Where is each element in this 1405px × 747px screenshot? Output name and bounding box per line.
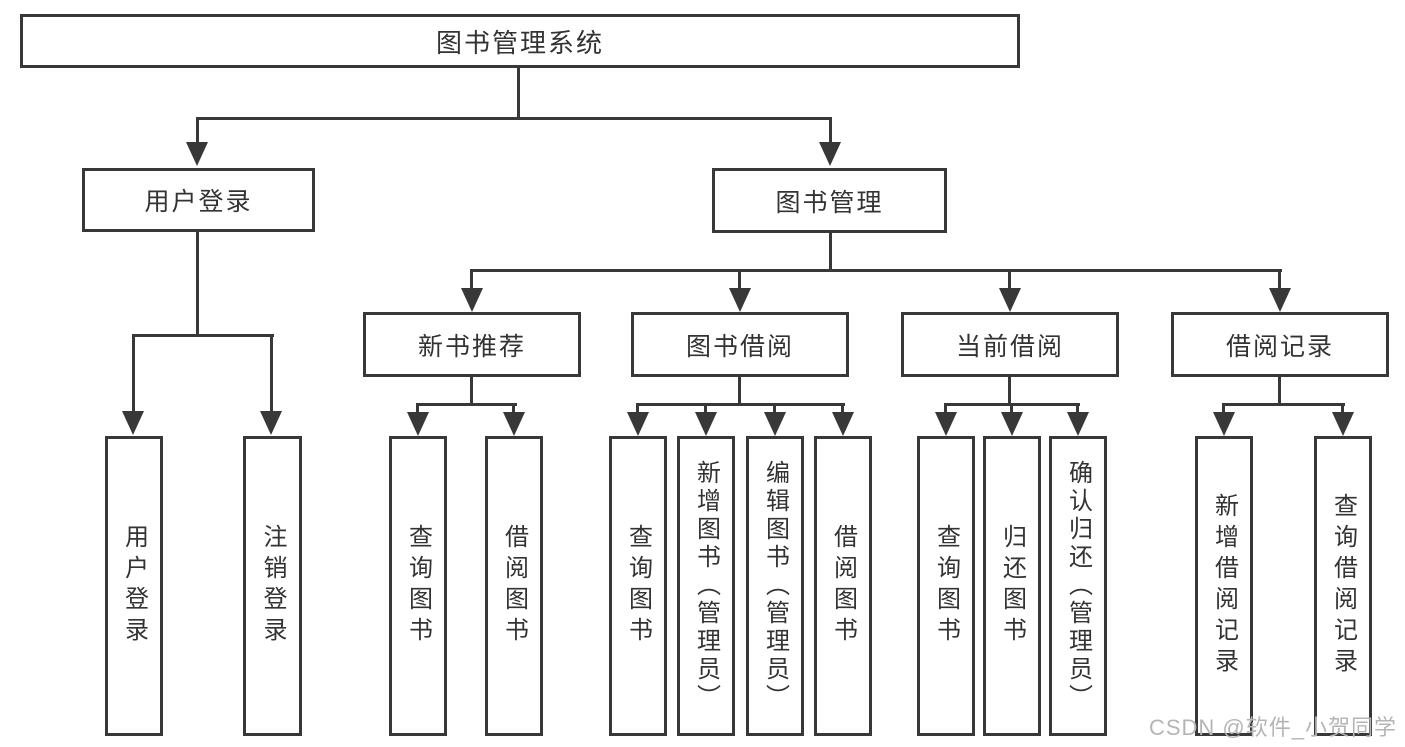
leaf-new-books-query-label: 查询图书 bbox=[404, 524, 432, 648]
node-book-mgmt-label: 图书管理 bbox=[775, 188, 884, 217]
leaf-records-query: 查询借阅记录 bbox=[1314, 436, 1372, 736]
connector-stem-leaf-logout bbox=[270, 334, 273, 412]
leaf-book-borrow-borrow-label: 借阅图书 bbox=[829, 524, 857, 648]
node-root-label: 图书管理系统 bbox=[435, 27, 604, 58]
arrowhead-user-login bbox=[186, 142, 208, 166]
leaf-logout: 注销登录 bbox=[243, 436, 302, 736]
arrowhead-book-borrow bbox=[729, 288, 751, 312]
arrowhead-cb-confirm bbox=[1067, 412, 1089, 436]
connector-stem-book-borrow bbox=[738, 269, 741, 289]
node-user-login: 用户登录 bbox=[82, 168, 315, 232]
arrowhead-br-query bbox=[1332, 412, 1354, 436]
node-current-borrow-label: 当前借阅 bbox=[955, 332, 1064, 361]
connector-stem-borrow-records bbox=[1278, 269, 1281, 289]
connector-stem-br-query bbox=[1341, 403, 1344, 413]
connector-stem-leaf-login bbox=[132, 334, 135, 412]
leaf-book-borrow-add-label: 新增图书（管理员） bbox=[692, 460, 720, 712]
arrowhead-book-mgmt bbox=[819, 142, 841, 166]
connector-book-borrow-down bbox=[738, 377, 741, 405]
node-new-books-label: 新书推荐 bbox=[417, 332, 526, 361]
connector-h1 bbox=[196, 117, 832, 120]
connector-stem-current-borrow bbox=[1008, 269, 1011, 289]
connector-stem-br-add bbox=[1222, 403, 1225, 413]
leaf-records-add-label: 新增借阅记录 bbox=[1210, 493, 1238, 679]
leaf-book-borrow-borrow: 借阅图书 bbox=[814, 436, 872, 736]
leaf-user-login: 用户登录 bbox=[105, 436, 163, 736]
connector-stem-user-login bbox=[196, 117, 199, 145]
leaf-records-add: 新增借阅记录 bbox=[1195, 436, 1253, 736]
leaf-new-books-borrow: 借阅图书 bbox=[485, 436, 543, 736]
connector-stem-new-books bbox=[470, 269, 473, 289]
arrowhead-bb-borrow bbox=[832, 412, 854, 436]
connector-h-borrow-records bbox=[1222, 403, 1345, 406]
connector-stem-nb-borrow bbox=[512, 403, 515, 413]
connector-borrow-records-down bbox=[1278, 377, 1281, 405]
arrowhead-leaf-logout bbox=[260, 411, 282, 435]
arrowhead-bb-edit bbox=[764, 412, 786, 436]
connector-user-login-down bbox=[196, 232, 199, 336]
leaf-current-query-label: 查询图书 bbox=[932, 524, 960, 648]
connector-h-user-login bbox=[132, 334, 274, 337]
leaf-current-confirm: 确认归还（管理员） bbox=[1049, 436, 1107, 736]
arrowhead-bb-add bbox=[695, 412, 717, 436]
leaf-book-borrow-query: 查询图书 bbox=[609, 436, 667, 736]
connector-current-borrow-down bbox=[1008, 377, 1011, 405]
connector-stem-cb-confirm bbox=[1076, 403, 1079, 413]
arrowhead-cb-return bbox=[1001, 412, 1023, 436]
connector-stem-bb-query bbox=[636, 403, 639, 413]
leaf-book-borrow-add: 新增图书（管理员） bbox=[677, 436, 735, 736]
node-new-books: 新书推荐 bbox=[363, 312, 581, 377]
connector-new-books-down bbox=[470, 377, 473, 405]
arrowhead-new-books bbox=[461, 288, 483, 312]
node-borrow-records-label: 借阅记录 bbox=[1225, 332, 1334, 361]
connector-stem-bb-add bbox=[704, 403, 707, 413]
arrowhead-current-borrow bbox=[999, 288, 1021, 312]
node-root: 图书管理系统 bbox=[20, 14, 1020, 68]
connector-stem-nb-query bbox=[416, 403, 419, 413]
csdn-watermark: CSDN @软件_小贺同学 bbox=[1148, 715, 1397, 740]
node-current-borrow: 当前借阅 bbox=[901, 312, 1119, 377]
leaf-book-borrow-edit-label: 编辑图书（管理员） bbox=[761, 460, 789, 712]
leaf-current-confirm-label: 确认归还（管理员） bbox=[1064, 460, 1092, 712]
connector-stem-cb-query bbox=[944, 403, 947, 413]
connector-root-stem bbox=[517, 68, 520, 119]
connector-stem-bb-edit bbox=[773, 403, 776, 413]
node-book-borrow-label: 图书借阅 bbox=[685, 332, 794, 361]
connector-h2 bbox=[470, 269, 1282, 272]
node-borrow-records: 借阅记录 bbox=[1171, 312, 1389, 377]
leaf-current-query: 查询图书 bbox=[917, 436, 975, 736]
leaf-records-query-label: 查询借阅记录 bbox=[1329, 493, 1357, 679]
arrowhead-borrow-records bbox=[1269, 288, 1291, 312]
leaf-book-borrow-edit: 编辑图书（管理员） bbox=[746, 436, 804, 736]
arrowhead-nb-borrow bbox=[503, 412, 525, 436]
connector-stem-book-mgmt bbox=[829, 117, 832, 145]
connector-h-new-books bbox=[416, 403, 517, 406]
arrowhead-br-add bbox=[1213, 412, 1235, 436]
arrowhead-nb-query bbox=[407, 412, 429, 436]
leaf-user-login-label: 用户登录 bbox=[120, 524, 148, 648]
connector-stem-bb-borrow bbox=[841, 403, 844, 413]
leaf-current-return-label: 归还图书 bbox=[998, 524, 1026, 648]
leaf-new-books-query: 查询图书 bbox=[389, 436, 447, 736]
leaf-logout-label: 注销登录 bbox=[259, 524, 286, 648]
arrowhead-cb-query bbox=[935, 412, 957, 436]
connector-book-mgmt-down bbox=[829, 233, 832, 271]
node-book-borrow: 图书借阅 bbox=[631, 312, 849, 377]
leaf-book-borrow-query-label: 查询图书 bbox=[624, 524, 652, 648]
leaf-current-return: 归还图书 bbox=[983, 436, 1041, 736]
node-book-mgmt: 图书管理 bbox=[712, 168, 947, 233]
arrowhead-leaf-login bbox=[122, 411, 144, 435]
arrowhead-bb-query bbox=[627, 412, 649, 436]
connector-h-book-borrow bbox=[636, 403, 845, 406]
connector-stem-cb-return bbox=[1010, 403, 1013, 413]
node-user-login-label: 用户登录 bbox=[144, 188, 253, 216]
leaf-new-books-borrow-label: 借阅图书 bbox=[500, 524, 528, 648]
